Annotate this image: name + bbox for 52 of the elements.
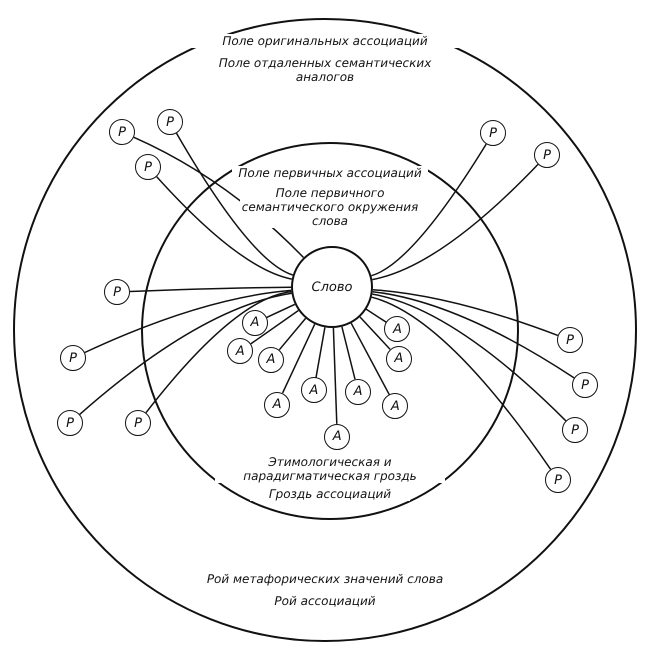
connector-line [359,316,391,350]
connector-line [372,288,558,336]
a-circle: А [386,346,412,372]
p-circle: Р [57,410,83,436]
a-circle: А [258,346,284,373]
zone-label: Гроздь ассоциаций [250,487,410,501]
connector-line [371,144,487,276]
connector-line [250,310,299,344]
a-circle: А [382,393,408,420]
connector-line [366,308,387,324]
p-circle: Р [135,154,161,180]
a-circle: А [384,316,410,342]
connector-line [372,293,566,422]
a-circle: А [300,377,327,404]
a-circle: А [324,424,350,450]
connector-line [315,327,326,378]
zone-label: Поле первичных ассоциаций [232,166,428,180]
connector-line [84,290,292,354]
ring-circle [141,142,519,520]
word-circle: Слово [291,246,373,328]
ring-circle [13,18,637,642]
p-circle: Р [562,417,588,443]
a-circle: А [264,392,290,418]
connector-line [266,304,296,318]
connector-line [332,328,338,424]
a-circle: А [227,338,254,364]
p-circle: Р [125,410,151,436]
connector-line [130,286,291,292]
connector-line [278,318,306,350]
a-circle: А [345,378,372,405]
p-circle: Р [572,372,598,398]
a-circle: А [242,310,268,336]
p-circle: Р [534,142,560,168]
p-circle: Р [557,327,583,353]
connector-line [350,322,390,396]
connector-line [372,290,574,379]
connector-line [371,296,552,470]
p-circle: Р [104,279,130,305]
p-circle: Р [157,109,183,135]
connector-line [341,326,356,380]
p-circle: Р [480,120,506,146]
p-circle: Р [60,345,86,371]
zone-label: Поле первичного семантического окружения слова [240,186,420,228]
zone-label: Этимологическая и парадигматическая гроздь [215,455,445,483]
connector-line [79,292,292,415]
p-circle: Р [545,467,571,493]
p-circle: Р [109,119,135,145]
connector-line [176,132,294,276]
connector-line [282,324,316,394]
connector-line [156,176,292,280]
connector-line [372,164,539,280]
connector-line [145,290,292,414]
